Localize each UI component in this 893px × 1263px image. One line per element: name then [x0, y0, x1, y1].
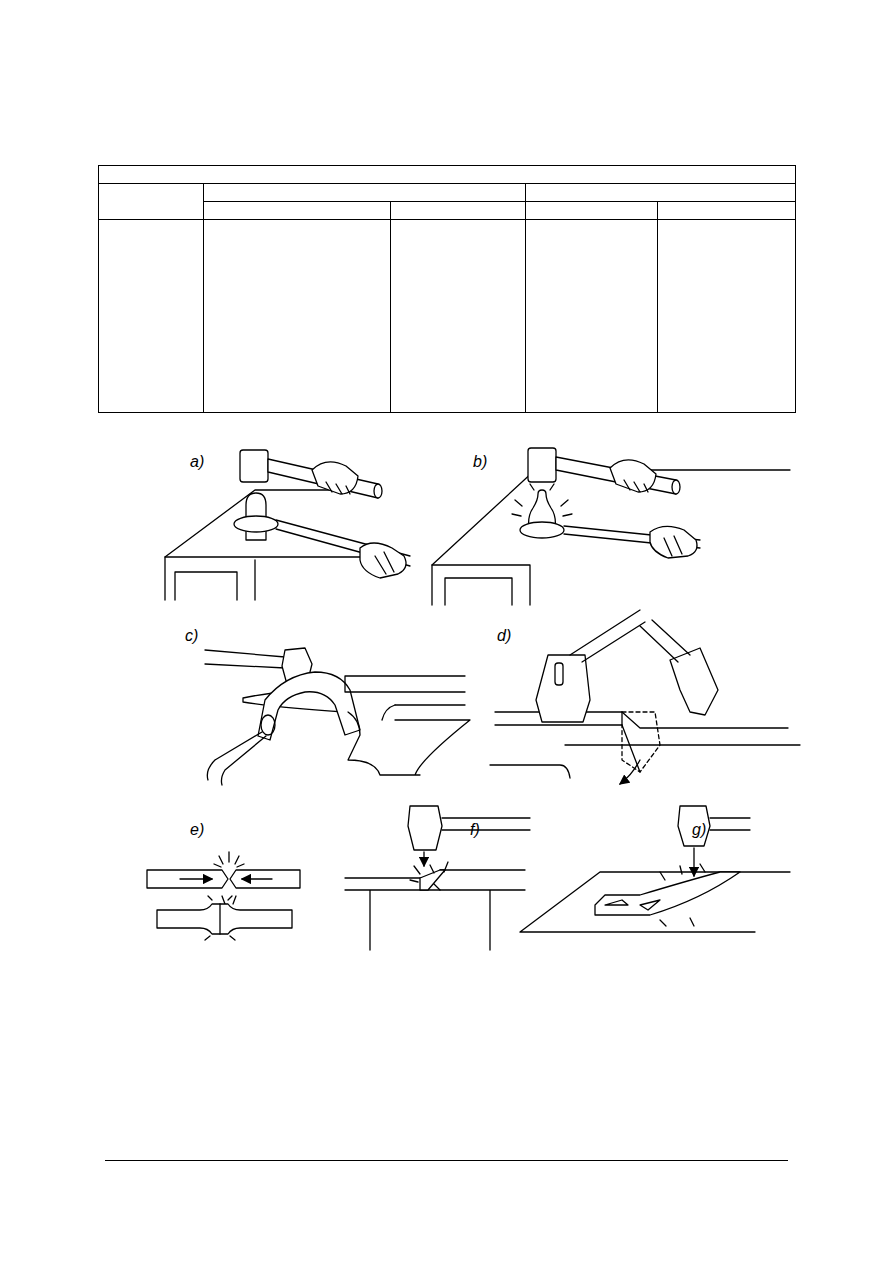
figure-letter: c): [185, 628, 198, 644]
illustration-e: [147, 852, 300, 940]
figure-letter: d): [497, 628, 511, 644]
figure-letter: a): [190, 454, 204, 470]
empty-table: [98, 166, 796, 413]
figure-letter: f): [470, 822, 480, 838]
illustration-d: [490, 610, 800, 784]
figure-letter: e): [190, 822, 204, 838]
illustration-g: [520, 806, 790, 932]
figure-letter: b): [473, 454, 487, 470]
illustration-c: [205, 648, 470, 785]
footer-rule: [105, 1160, 788, 1161]
figure-letter: g): [692, 822, 706, 838]
illustration-b: [432, 448, 790, 605]
illustration-f: [345, 806, 530, 950]
illustration-a: [165, 450, 410, 600]
